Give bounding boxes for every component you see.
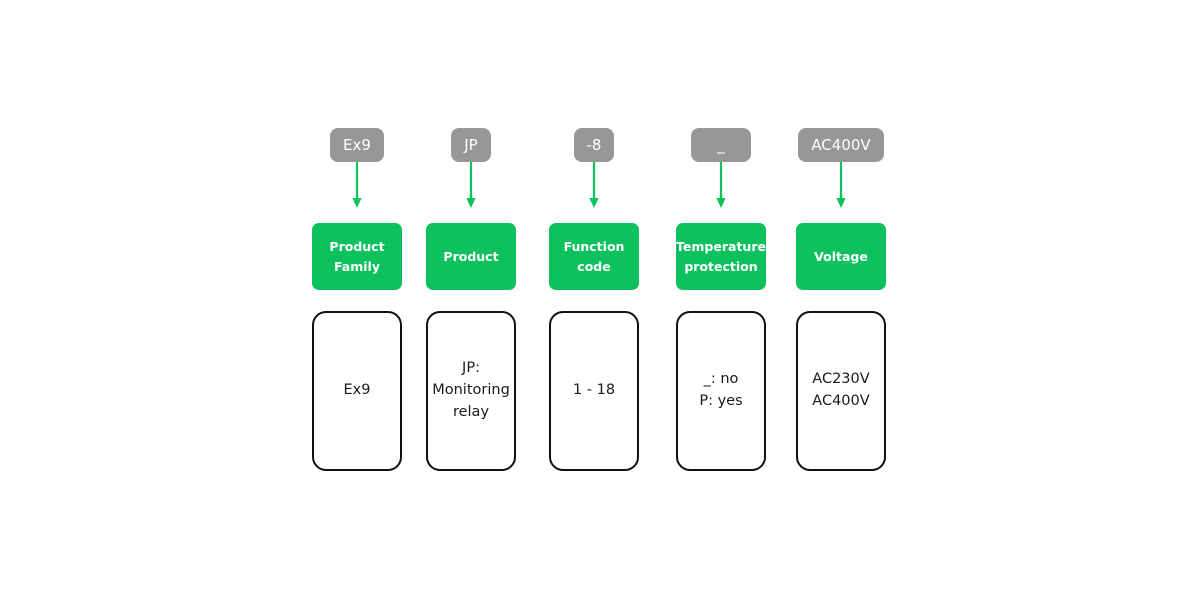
description-line-2: P: yes (699, 393, 743, 409)
description-box-temperature-protection: _: no P: yes (676, 311, 766, 471)
label-text: Function code (564, 237, 625, 276)
arrow-down-icon (312, 162, 402, 223)
description-text: JP: Monitoring relay (432, 358, 510, 423)
code-column-product: JP Product (426, 128, 516, 290)
label-line-2: code (577, 258, 611, 274)
code-column-function-code: -8 Function code (549, 128, 639, 290)
description-line-1: _: no (703, 371, 739, 388)
label-text: Product (443, 248, 499, 264)
label-text: Voltage (814, 248, 868, 264)
arrow-down-icon (549, 162, 639, 223)
code-chip-row: AC400V (796, 128, 886, 162)
code-chip-function-code: -8 (573, 128, 615, 162)
code-chip-row: JP (426, 128, 516, 162)
code-chip-voltage: AC400V (798, 128, 884, 162)
arrow-down-icon (796, 162, 886, 223)
description-box-product-family: Ex9 (312, 311, 402, 471)
label-text: Temperature protection (676, 237, 766, 276)
description-line-2: AC400V (812, 393, 870, 409)
label-box-product: Product (426, 223, 516, 290)
arrow-down-icon (676, 162, 766, 223)
description-line-3: relay (452, 403, 490, 420)
description-text: _: no P: yes (699, 369, 742, 413)
description-line-1: 1 - 18 (572, 382, 616, 399)
code-chip-row: _ (676, 128, 766, 162)
code-column-temperature-protection: _ Temperature protection (676, 128, 766, 290)
description-line-1: AC230V (812, 371, 870, 388)
code-chip-row: Ex9 (312, 128, 402, 162)
label-box-function-code: Function code (549, 223, 639, 290)
label-line-1: Temperature (676, 239, 766, 255)
code-chip-product: JP (451, 128, 491, 162)
code-column-voltage: AC400V Voltage (796, 128, 886, 290)
description-text: 1 - 18 (573, 380, 615, 402)
label-line-1: Product (329, 239, 385, 255)
description-line-1: Ex9 (343, 382, 371, 399)
code-chip-temperature-protection: _ (691, 128, 751, 162)
code-chip-row: -8 (549, 128, 639, 162)
code-chip-product-family: Ex9 (330, 128, 384, 162)
description-box-product: JP: Monitoring relay (426, 311, 516, 471)
description-line-2: Monitoring (432, 382, 510, 399)
description-text: Ex9 (344, 380, 371, 402)
label-line-1: Function (563, 239, 625, 255)
description-box-voltage: AC230V AC400V (796, 311, 886, 471)
label-box-voltage: Voltage (796, 223, 886, 290)
label-line-2: protection (684, 258, 758, 274)
arrow-down-icon (426, 162, 516, 223)
label-box-temperature-protection: Temperature protection (676, 223, 766, 290)
description-line-1: JP: (462, 360, 480, 377)
description-box-function-code: 1 - 18 (549, 311, 639, 471)
description-text: AC230V AC400V (812, 369, 869, 413)
label-line-2: Family (334, 258, 380, 274)
